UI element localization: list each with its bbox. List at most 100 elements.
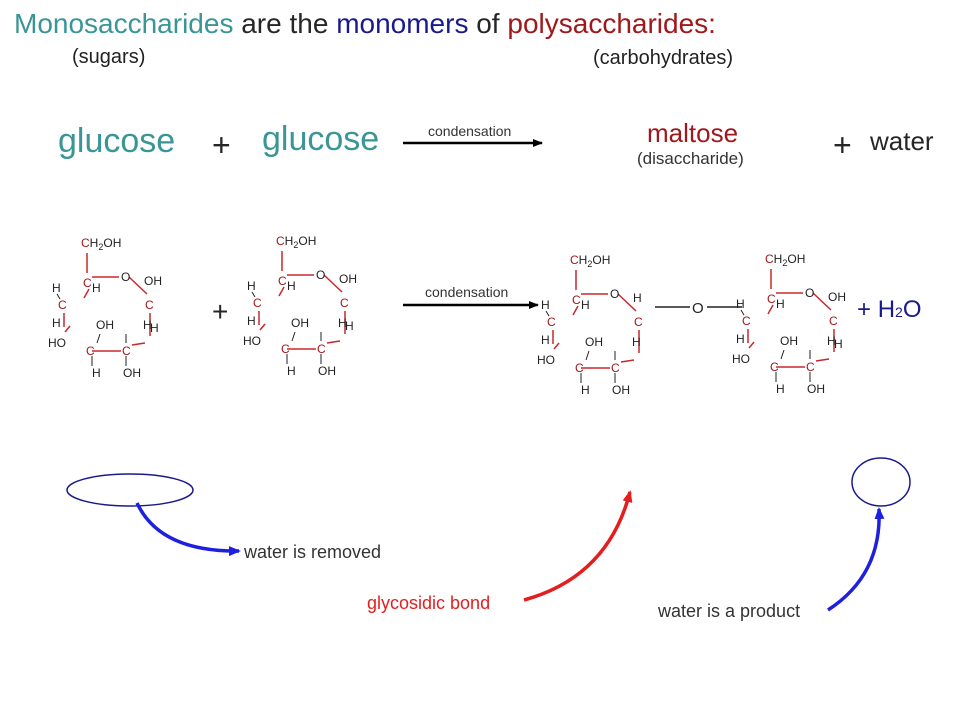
- atom-ring-oxygen: O: [610, 287, 619, 301]
- atom-carbon-c1: C: [340, 296, 349, 310]
- title-monosaccharides: Monosaccharides: [14, 8, 234, 39]
- atom-carbon-c2: C: [806, 360, 815, 374]
- atom-hydrogen: H: [287, 364, 296, 378]
- bond-line: [620, 359, 635, 363]
- atom-hydroxyl: OH: [318, 364, 336, 378]
- subtitle-carbohydrates: (carbohydrates): [593, 47, 734, 69]
- word-maltose: maltose: [647, 118, 739, 148]
- subtitle-sugars: (sugars): [72, 46, 146, 68]
- bond-line: [740, 309, 745, 316]
- bond-line: [323, 274, 343, 293]
- bond-line: [812, 292, 832, 311]
- atom-hydrogen: H: [92, 366, 101, 380]
- atom-hydrogen: H: [541, 333, 550, 347]
- atom-hydroxyl: HO: [243, 334, 261, 348]
- bond-line: [553, 342, 560, 350]
- ch2oh-label: CH2OH: [276, 234, 316, 250]
- atom-hydrogen: H: [632, 335, 641, 349]
- bond-line: [617, 293, 637, 312]
- atom-hydrogen: H: [736, 297, 745, 311]
- atom-hydrogen: H: [52, 281, 61, 295]
- atom-hydrogen: H: [247, 314, 256, 328]
- bond-line: [815, 358, 830, 362]
- word-plus-1: +: [212, 127, 231, 163]
- atom-carbon-c1: C: [829, 314, 838, 328]
- atom-carbon-c2: C: [122, 344, 131, 358]
- title-polysaccharides: polysaccharides:: [507, 8, 716, 39]
- atom-hydrogen: H: [338, 316, 347, 330]
- atom-hydrogen: H: [287, 279, 296, 293]
- atom-ring-oxygen: O: [316, 268, 325, 282]
- atom-ring-oxygen: O: [805, 286, 814, 300]
- bond-line: [545, 310, 550, 317]
- atom-hydrogen: H: [776, 297, 785, 311]
- bond-line: [131, 342, 146, 346]
- atom-hydroxyl: OH: [96, 318, 114, 332]
- atom-carbon-c4: C: [58, 298, 67, 312]
- atom-hydrogen: H: [581, 298, 590, 312]
- bond-line: [96, 333, 101, 344]
- word-glucose-2: glucose: [262, 120, 380, 158]
- atom-carbon-c2: C: [317, 342, 326, 356]
- structure-water-byproduct: + H2O: [857, 296, 922, 323]
- word-glucose-1: glucose: [58, 122, 176, 160]
- atom-hydroxyl: OH: [807, 382, 825, 396]
- bond-line: [259, 323, 266, 331]
- atom-hydrogen: H: [247, 279, 256, 293]
- atom-hydroxyl: OH: [585, 335, 603, 349]
- word-water: water: [870, 126, 934, 156]
- page-title: Monosaccharides are the monomers of poly…: [14, 8, 716, 40]
- atom-ring-oxygen: O: [121, 270, 130, 284]
- atom-hydrogen: H: [52, 316, 61, 330]
- glycosidic-bond-arrow: [523, 490, 633, 602]
- water-removed-arrow: [135, 502, 241, 557]
- atom-carbon-c5: C: [278, 274, 287, 288]
- atom-carbon-c3: C: [770, 360, 779, 374]
- atom-substituent: H: [345, 319, 354, 333]
- atom-carbon-c1: C: [145, 298, 154, 312]
- word-disaccharide-note: (disaccharide): [637, 149, 744, 168]
- atom-substituent: H: [150, 321, 159, 335]
- atom-hydrogen: H: [776, 382, 785, 396]
- atom-hydrogen: H: [736, 332, 745, 346]
- atom-carbon-c3: C: [575, 361, 584, 375]
- atom-carbon-c4: C: [253, 296, 262, 310]
- atom-hydrogen: H: [581, 383, 590, 397]
- bond-line: [780, 349, 785, 360]
- atom-substituent: OH: [144, 274, 162, 288]
- atom-substituent: OH: [828, 290, 846, 304]
- atom-hydroxyl: HO: [537, 353, 555, 367]
- atom-hydroxyl: OH: [612, 383, 630, 397]
- annotation-water-product: water is a product: [658, 601, 801, 621]
- atom-hydrogen: H: [827, 334, 836, 348]
- bond-line: [748, 341, 755, 349]
- bond-line: [291, 331, 296, 342]
- bond-line: [64, 325, 71, 333]
- atom-carbon-c5: C: [572, 293, 581, 307]
- structure-plus: +: [212, 296, 229, 327]
- bond-line: [251, 291, 256, 298]
- atom-hydroxyl: HO: [48, 336, 66, 350]
- water-removed-ellipse: [66, 473, 194, 507]
- atom-hydroxyl: OH: [123, 366, 141, 380]
- ch2oh-label: CH2OH: [81, 236, 121, 252]
- title-monomers: monomers: [336, 8, 469, 39]
- atom-substituent: H: [633, 291, 642, 305]
- title-connector-1: are the: [233, 8, 337, 39]
- word-condensation-label: condensation: [428, 123, 512, 139]
- atom-carbon-c3: C: [281, 342, 290, 356]
- atom-carbon-c4: C: [742, 314, 751, 328]
- bond-line: [128, 276, 148, 295]
- ch2oh-label: CH2OH: [765, 252, 805, 268]
- word-plus-2: +: [833, 127, 852, 163]
- atom-carbon-c3: C: [86, 344, 95, 358]
- ch2oh-label: CH2OH: [570, 253, 610, 269]
- bond-line: [278, 286, 285, 297]
- bond-line: [83, 288, 90, 299]
